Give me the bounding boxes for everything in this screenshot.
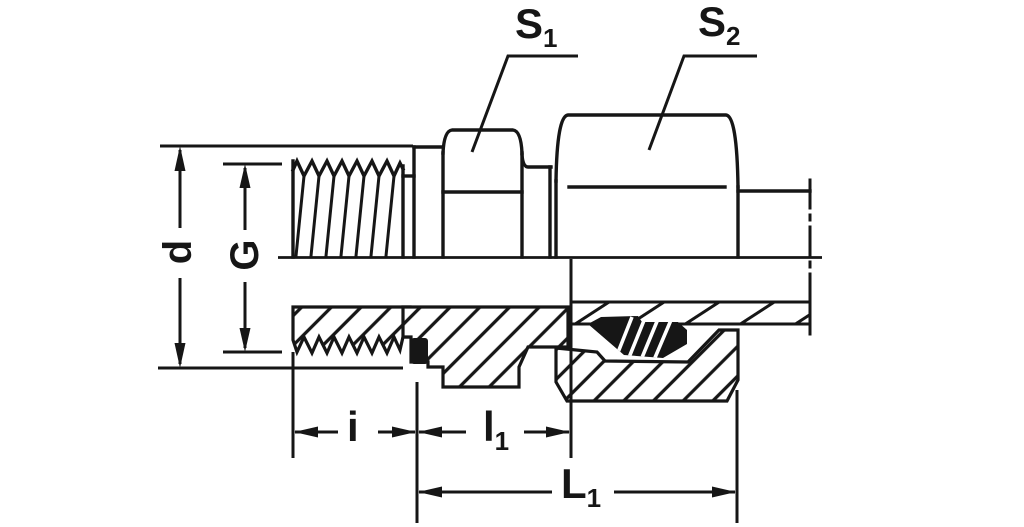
male-thread-external [290,156,416,259]
l1-subscript: 1 [494,426,510,456]
dimension-d [158,144,413,370]
L1-symbol: L [561,460,587,507]
s1-subscript: 1 [543,23,558,53]
thread-flank-lines [294,174,396,258]
body-section-hatched [291,300,812,403]
thread-G-label: G [217,227,273,283]
leader-line-s1 [470,54,578,153]
s2-symbol: S [698,0,727,45]
dimension-G [223,162,282,354]
i-symbol: i [347,403,359,450]
seal-ring [411,338,428,364]
diameter-d-label: d [150,224,206,280]
s1-symbol: S [515,0,544,47]
L1-subscript: 1 [586,483,602,513]
s2-subscript: 2 [726,21,741,51]
tube-external [736,178,812,336]
dimension-L1 [418,390,739,523]
length-i-label: i [347,406,359,448]
union-nut-section [554,328,740,403]
cutting-ring [588,316,687,358]
male-thread-section [291,305,412,357]
dimension-i [291,352,416,458]
union-nut-external [554,113,740,259]
d-symbol: d [156,239,200,265]
dimension-l1 [415,259,573,523]
l1-symbol: l [483,403,495,450]
leader-line-s2 [647,54,757,151]
fitting-body-external [412,128,553,259]
g-symbol: G [223,239,267,271]
